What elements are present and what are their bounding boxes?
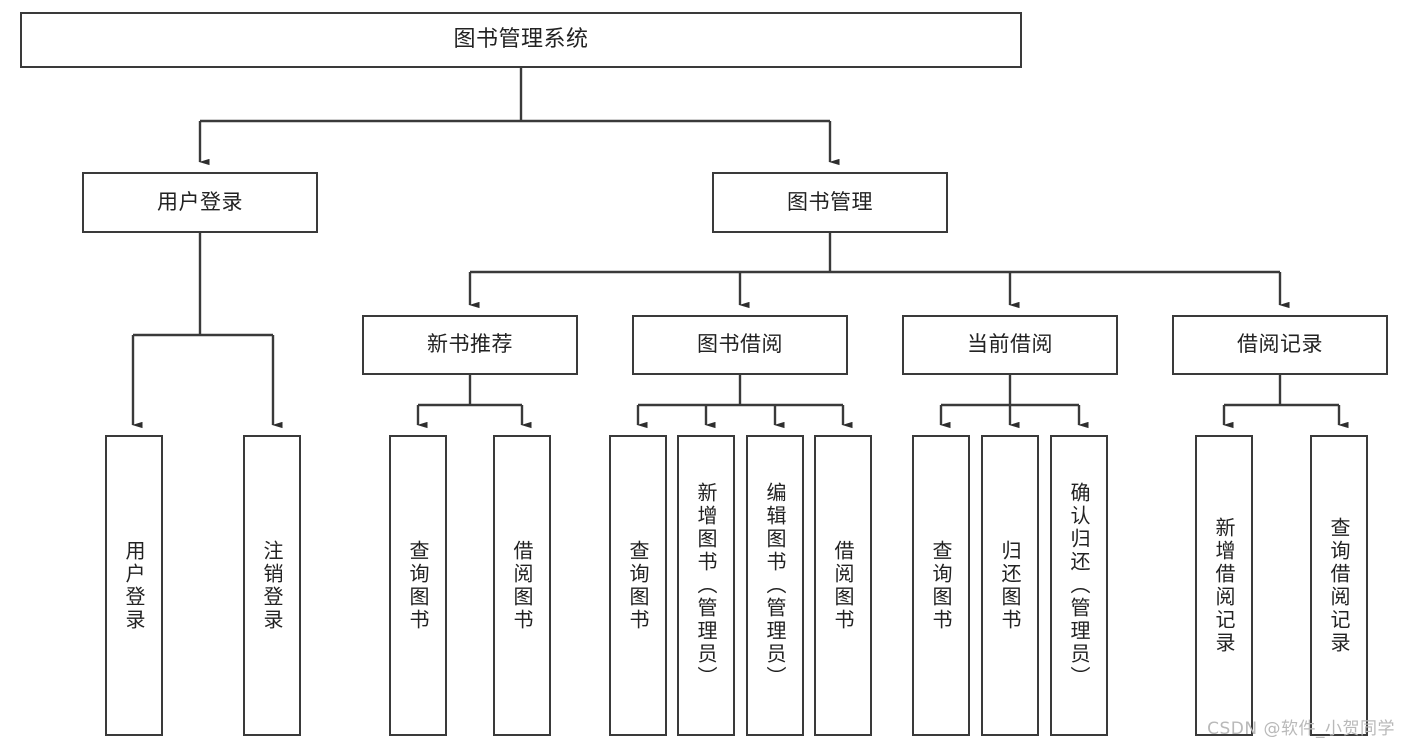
- node-label: 新书推荐: [427, 332, 513, 357]
- node-label: 查询图书: [626, 539, 650, 632]
- node-label: 查询图书: [929, 539, 953, 632]
- node-book-borrow[interactable]: 图书借阅: [632, 315, 848, 375]
- node-label: 编辑图书（管理员）: [763, 482, 787, 689]
- node-label: 新增借阅记录: [1212, 516, 1236, 655]
- node-label: 图书借阅: [697, 332, 783, 357]
- node-new-book-recommendation[interactable]: 新书推荐: [362, 315, 578, 375]
- node-label: 确认归还（管理员）: [1067, 482, 1091, 689]
- leaf-add-borrow-record[interactable]: 新增借阅记录: [1195, 435, 1253, 736]
- node-label: 用户登录: [122, 539, 146, 632]
- node-label: 图书管理系统: [453, 26, 589, 52]
- node-label: 用户登录: [157, 189, 243, 214]
- node-label: 当前借阅: [967, 332, 1053, 357]
- leaf-borrow-book[interactable]: 借阅图书: [814, 435, 872, 736]
- node-borrow-record[interactable]: 借阅记录: [1172, 315, 1388, 375]
- leaf-edit-book-admin[interactable]: 编辑图书（管理员）: [746, 435, 804, 736]
- leaf-query-book-borrow[interactable]: 查询图书: [609, 435, 667, 736]
- leaf-borrow-book-recommendation[interactable]: 借阅图书: [493, 435, 551, 736]
- leaf-query-book-current[interactable]: 查询图书: [912, 435, 970, 736]
- node-label: 注销登录: [260, 539, 284, 632]
- node-label: 新增图书（管理员）: [694, 482, 718, 689]
- node-current-borrow[interactable]: 当前借阅: [902, 315, 1118, 375]
- leaf-query-book-recommendation[interactable]: 查询图书: [389, 435, 447, 736]
- node-label: 查询图书: [406, 539, 430, 632]
- leaf-query-borrow-record[interactable]: 查询借阅记录: [1310, 435, 1368, 736]
- node-user-login[interactable]: 用户登录: [82, 172, 318, 233]
- leaf-add-book-admin[interactable]: 新增图书（管理员）: [677, 435, 735, 736]
- node-label: 借阅记录: [1237, 332, 1323, 357]
- node-label: 查询借阅记录: [1327, 516, 1351, 655]
- node-label: 图书管理: [787, 189, 873, 214]
- leaf-user-login[interactable]: 用户登录: [105, 435, 163, 736]
- node-root-book-management-system[interactable]: 图书管理系统: [20, 12, 1022, 68]
- node-book-management[interactable]: 图书管理: [712, 172, 948, 233]
- leaf-return-book[interactable]: 归还图书: [981, 435, 1039, 736]
- leaf-logout[interactable]: 注销登录: [243, 435, 301, 736]
- node-label: 借阅图书: [831, 539, 855, 632]
- node-label: 借阅图书: [510, 539, 534, 632]
- node-label: 归还图书: [998, 539, 1022, 632]
- leaf-confirm-return-admin[interactable]: 确认归还（管理员）: [1050, 435, 1108, 736]
